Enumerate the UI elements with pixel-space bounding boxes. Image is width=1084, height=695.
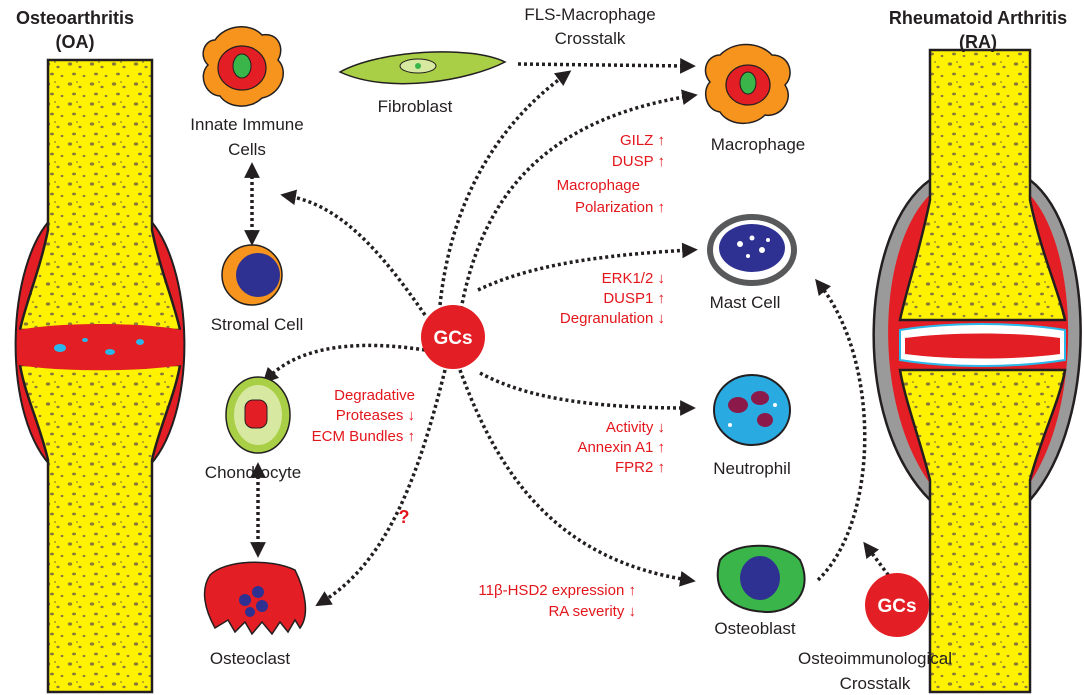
osteoblast-label: Osteoblast <box>714 619 796 638</box>
gcs-center-label: GCs <box>433 328 472 349</box>
mast-cell <box>707 214 797 286</box>
effect-activity: Activity ↓ <box>606 419 665 436</box>
osteoclast-cell <box>203 561 307 636</box>
effect-dusp1: DUSP1 ↑ <box>603 290 665 307</box>
arrow-to-mast <box>477 242 698 292</box>
ra-joint <box>872 48 1082 694</box>
fibroblast-cell <box>338 51 507 85</box>
chondrocyte-cell <box>225 376 291 454</box>
arrow-to-neutrophil <box>479 371 696 416</box>
oa-title: Osteoarthritis <box>16 8 134 28</box>
arrow-to-chondrocyte <box>262 343 426 384</box>
effect-degranulation: Degranulation ↓ <box>560 310 665 327</box>
arrow-to-innate <box>280 189 427 316</box>
osteoblast-cell <box>716 544 806 614</box>
effect-fpr2: FPR2 ↑ <box>615 459 665 476</box>
macrophage-label: Macrophage <box>711 135 806 154</box>
fls-crosstalk-2: Crosstalk <box>555 29 626 48</box>
arrow-fls-crosstalk <box>517 58 696 74</box>
arrow-to-macrophage-curve <box>438 70 572 306</box>
effect-erk: ERK1/2 ↓ <box>602 270 665 287</box>
effect-ra-severity: RA severity ↓ <box>548 603 636 620</box>
oa-subtitle: (OA) <box>56 32 95 52</box>
arrow-osteoblast-mast <box>815 278 867 582</box>
osteoclast-label: Osteoclast <box>210 649 291 668</box>
effects-mast: ERK1/2 ↓ DUSP1 ↑ Degranulation ↓ <box>560 270 665 327</box>
ra-upper-bone <box>898 48 1067 322</box>
neutrophil-cell <box>713 374 791 446</box>
effect-hsd2: 11β-HSD2 expression ↑ <box>478 582 636 599</box>
fls-crosstalk-1: FLS-Macrophage <box>524 5 655 24</box>
innate-label-1: Innate Immune <box>190 115 303 134</box>
effects-chondrocyte: Degradative Proteases ↓ ECM Bundles ↑ <box>312 387 415 445</box>
innate-label-2: Cells <box>228 140 266 159</box>
osteoclast-unknown-effect: ? <box>399 507 410 527</box>
arrow-to-osteoclast <box>315 369 447 607</box>
ra-subtitle: (RA) <box>959 32 997 52</box>
effect-annexin: Annexin A1 ↑ <box>577 439 665 456</box>
ra-lower-bone <box>898 368 1067 694</box>
osteo-crosstalk-2: Crosstalk <box>840 674 911 693</box>
effects-macrophage: GILZ ↑ DUSP ↑ Macrophage Polarization ↑ <box>557 132 665 216</box>
effect-polarization: Polarization ↑ <box>575 199 665 216</box>
effect-macrophage: Macrophage <box>557 177 640 194</box>
macrophage-cell <box>704 43 791 124</box>
oa-lower-bone <box>18 363 182 694</box>
gcs-small-label: GCs <box>877 596 916 617</box>
oa-joint <box>14 58 186 694</box>
gcs-center-circle <box>421 305 485 369</box>
effect-degradative: Degradative <box>334 387 415 404</box>
effects-osteoblast: 11β-HSD2 expression ↑ RA severity ↓ <box>478 582 636 620</box>
oa-upper-bone <box>18 58 182 332</box>
stromal-cell <box>221 244 283 306</box>
fibroblast-label: Fibroblast <box>378 97 453 116</box>
stromal-label: Stromal Cell <box>211 315 304 334</box>
effect-gilz: GILZ ↑ <box>620 132 665 149</box>
mast-label: Mast Cell <box>710 293 781 312</box>
ra-title: Rheumatoid Arthritis <box>889 8 1067 28</box>
neutrophil-label: Neutrophil <box>713 459 791 478</box>
effect-dusp: DUSP ↑ <box>612 153 665 170</box>
chondrocyte-label: Chondrocyte <box>205 463 301 482</box>
effect-proteases: Proteases ↓ <box>336 407 415 424</box>
oa-joint-space <box>18 324 182 371</box>
arrows <box>244 58 894 607</box>
osteo-crosstalk-1: Osteoimmunological <box>798 649 952 668</box>
effects-neutrophil: Activity ↓ Annexin A1 ↑ FPR2 ↑ <box>577 419 665 476</box>
gcs-small-circle <box>865 573 929 637</box>
effect-ecm: ECM Bundles ↑ <box>312 428 415 445</box>
innate-immune-cell <box>202 26 284 107</box>
